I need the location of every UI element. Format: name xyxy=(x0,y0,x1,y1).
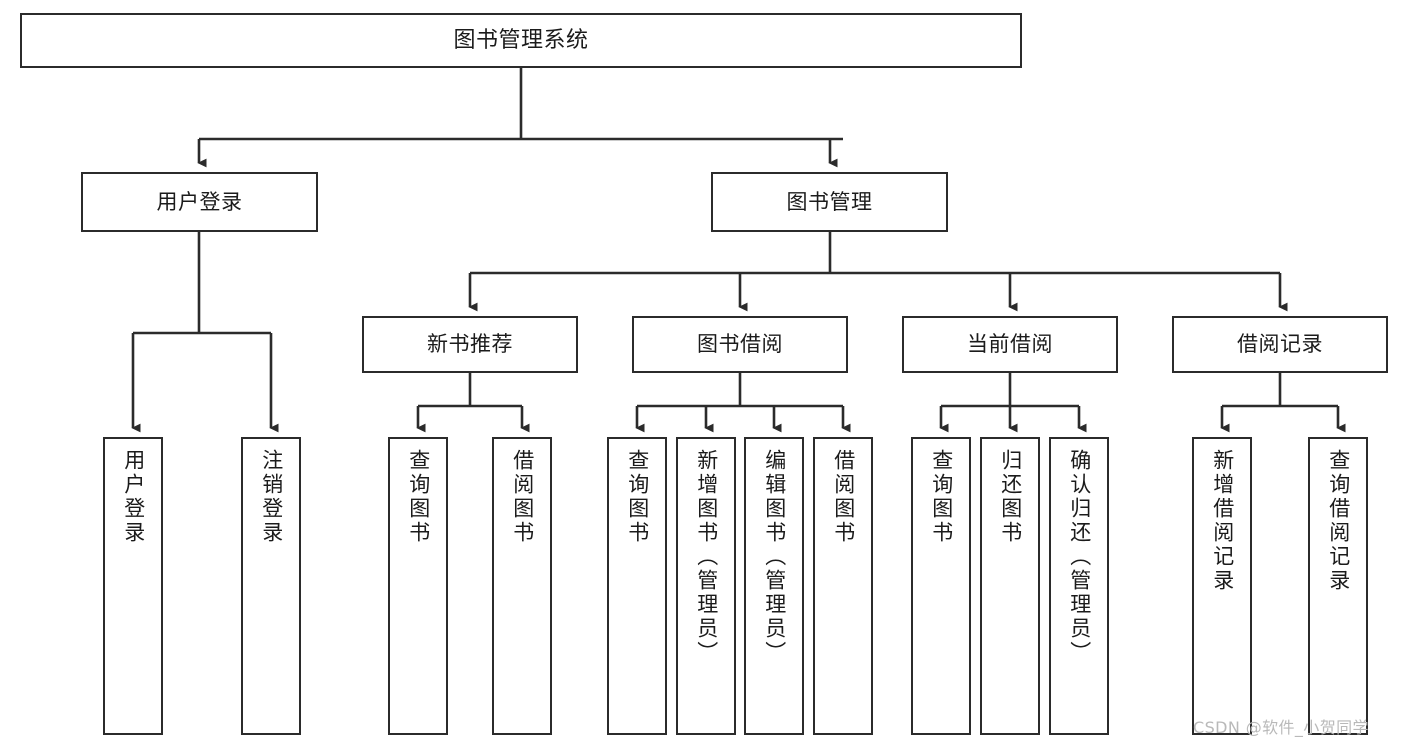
leaf-borrow-book-1-label: 借阅图书 xyxy=(510,449,535,545)
leaf-query-record[interactable]: 查询借阅记录 xyxy=(1308,437,1368,735)
leaf-return-book[interactable]: 归还图书 xyxy=(980,437,1040,735)
node-book-borrow[interactable]: 图书借阅 xyxy=(632,316,848,373)
leaf-borrow-book-1[interactable]: 借阅图书 xyxy=(492,437,552,735)
leaf-query-book-3[interactable]: 查询图书 xyxy=(911,437,971,735)
leaf-add-record[interactable]: 新增借阅记录 xyxy=(1192,437,1252,735)
leaf-query-book-2-label: 查询图书 xyxy=(625,449,650,545)
leaf-confirm-return-label: 确认归还（管理员） xyxy=(1067,449,1092,665)
leaf-query-record-label: 查询借阅记录 xyxy=(1326,449,1351,593)
leaf-edit-book[interactable]: 编辑图书（管理员） xyxy=(744,437,804,735)
node-current-borrow[interactable]: 当前借阅 xyxy=(902,316,1118,373)
leaf-user-login[interactable]: 用户登录 xyxy=(103,437,163,735)
watermark: CSDN @软件_小贺同学 xyxy=(1193,718,1369,737)
node-book-borrow-label: 图书借阅 xyxy=(697,332,783,357)
leaf-logout[interactable]: 注销登录 xyxy=(241,437,301,735)
leaf-query-book-1[interactable]: 查询图书 xyxy=(388,437,448,735)
node-new-book-recommend[interactable]: 新书推荐 xyxy=(362,316,578,373)
node-root-label: 图书管理系统 xyxy=(453,27,589,53)
node-borrow-record[interactable]: 借阅记录 xyxy=(1172,316,1388,373)
node-root[interactable]: 图书管理系统 xyxy=(20,13,1022,68)
leaf-borrow-book-2-label: 借阅图书 xyxy=(831,449,856,545)
leaf-logout-label: 注销登录 xyxy=(259,449,284,545)
node-current-borrow-label: 当前借阅 xyxy=(967,332,1053,357)
leaf-add-book-label: 新增图书（管理员） xyxy=(694,449,719,665)
leaf-borrow-book-2[interactable]: 借阅图书 xyxy=(813,437,873,735)
leaf-query-book-3-label: 查询图书 xyxy=(929,449,954,545)
leaf-return-book-label: 归还图书 xyxy=(998,449,1023,545)
node-user-login[interactable]: 用户登录 xyxy=(81,172,318,232)
leaf-confirm-return[interactable]: 确认归还（管理员） xyxy=(1049,437,1109,735)
leaf-add-record-label: 新增借阅记录 xyxy=(1210,449,1235,593)
leaf-user-login-label: 用户登录 xyxy=(121,449,146,545)
leaf-edit-book-label: 编辑图书（管理员） xyxy=(762,449,787,665)
node-user-login-label: 用户登录 xyxy=(156,189,243,214)
leaf-query-book-2[interactable]: 查询图书 xyxy=(607,437,667,735)
node-book-manage[interactable]: 图书管理 xyxy=(711,172,948,232)
node-new-book-recommend-label: 新书推荐 xyxy=(427,332,513,357)
node-book-manage-label: 图书管理 xyxy=(786,189,873,214)
leaf-add-book[interactable]: 新增图书（管理员） xyxy=(676,437,736,735)
leaf-query-book-1-label: 查询图书 xyxy=(406,449,431,545)
node-borrow-record-label: 借阅记录 xyxy=(1237,332,1323,357)
